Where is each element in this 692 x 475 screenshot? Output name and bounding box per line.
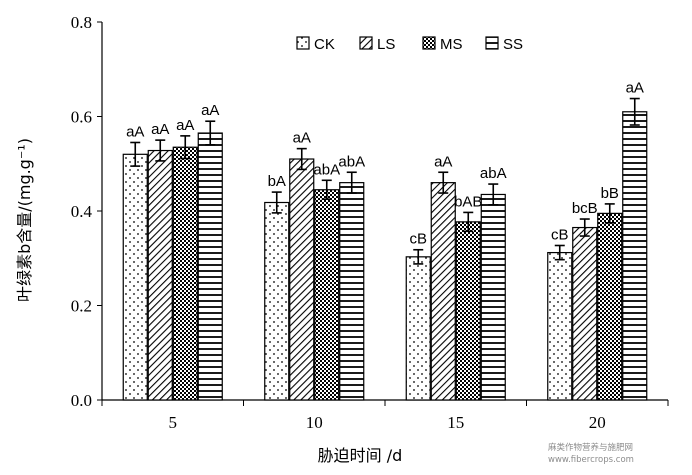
significance-label: cB <box>409 231 427 248</box>
x-tick-label: 10 <box>306 413 323 432</box>
legend-label-ms: MS <box>440 36 463 53</box>
bar-ck-10 <box>264 201 290 401</box>
significance-label: aA <box>201 102 219 119</box>
significance-label: bB <box>601 185 619 202</box>
significance-label: aA <box>434 153 452 170</box>
bar-ms-15 <box>455 221 481 401</box>
x-axis-title: 胁迫时间 /d <box>318 446 403 465</box>
bar-ms-5 <box>172 146 198 401</box>
significance-label: bcB <box>572 200 598 217</box>
legend-label-ls: LS <box>377 36 395 53</box>
x-tick-label: 15 <box>447 413 464 432</box>
y-tick-label: 0.8 <box>71 13 92 32</box>
x-tick-label: 5 <box>169 413 178 432</box>
legend-label-ss: SS <box>503 36 523 53</box>
x-tick-label: 20 <box>589 413 606 432</box>
y-tick-label: 0.4 <box>71 202 93 221</box>
y-ticks: 0.0 0.2 0.4 0.6 0.8 <box>71 13 102 410</box>
watermark-line-1: 麻类作物营养与施肥网 <box>548 443 634 453</box>
bar-ck-20 <box>547 251 573 401</box>
significance-label: abA <box>313 161 340 178</box>
watermark-line-2: www.fibercrops.com <box>548 455 634 465</box>
legend-swatch-ls <box>359 36 373 50</box>
significance-label: aA <box>293 130 311 147</box>
y-tick-label: 0.0 <box>71 391 92 410</box>
significance-label: aA <box>151 121 169 138</box>
bar-ls-20 <box>572 226 598 401</box>
significance-label: aA <box>176 117 194 134</box>
significance-label: bA <box>268 173 286 190</box>
bar-ls-5 <box>147 149 173 401</box>
watermark: 麻类作物营养与施肥网 www.fibercrops.com <box>548 442 688 466</box>
y-tick-label: 0.2 <box>71 297 92 316</box>
y-tick-label: 0.6 <box>71 108 92 127</box>
bar-ck-15 <box>405 256 431 401</box>
significance-label: abA <box>480 165 507 182</box>
bar-ss-5 <box>197 132 223 401</box>
significance-label: bAB <box>454 193 482 210</box>
legend-swatch-ck <box>296 36 310 50</box>
bar-ms-10 <box>314 189 340 401</box>
bar-ls-15 <box>430 182 456 401</box>
y-axis-title: 叶绿素b含量/(mg.g⁻¹) <box>15 138 34 302</box>
bar-ck-5 <box>122 153 148 401</box>
significance-label: cB <box>551 226 569 243</box>
legend: CK LS MS SS <box>296 36 523 53</box>
bar-ls-10 <box>289 158 315 401</box>
bar-ss-20 <box>622 111 648 401</box>
bar-ss-10 <box>339 182 365 401</box>
bar-ms-20 <box>597 212 623 401</box>
significance-label: aA <box>626 80 644 97</box>
legend-swatch-ms <box>422 36 436 50</box>
significance-label: abA <box>338 153 365 170</box>
bar-ss-15 <box>480 193 506 401</box>
x-ticks: 5 10 15 20 <box>101 400 669 432</box>
legend-label-ck: CK <box>314 36 335 53</box>
legend-swatch-ss <box>485 36 499 50</box>
significance-label: aA <box>126 123 144 140</box>
